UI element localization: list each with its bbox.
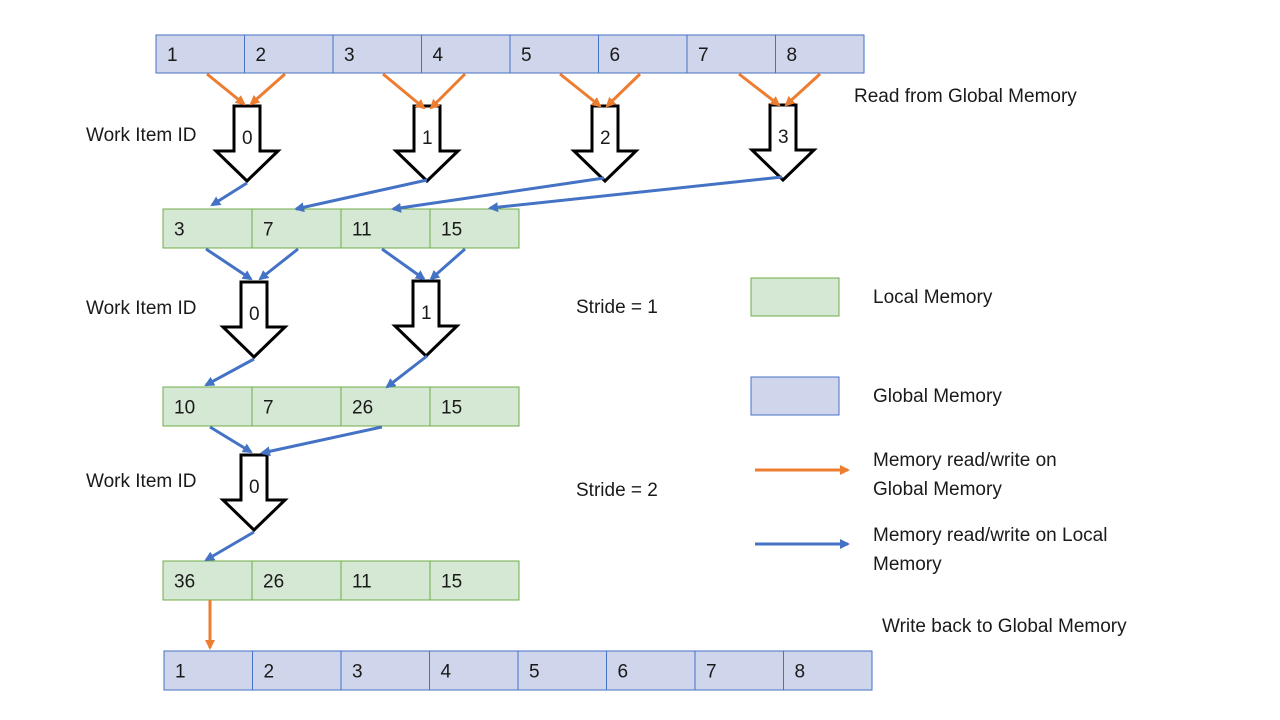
global-memory-cell: 6 [618, 662, 629, 683]
local-memory-arrows [204, 175, 783, 562]
blue-arrow [385, 354, 428, 389]
global-memory-cell: 4 [441, 662, 452, 683]
global-memory-cell: 7 [706, 662, 717, 683]
work-item-id: 0 [249, 477, 260, 498]
local-memory-cell: 11 [352, 572, 372, 593]
global-memory-cell: 1 [175, 662, 186, 683]
blue-arrow [210, 181, 248, 207]
legend-local-swatch [750, 277, 840, 317]
global-memory-cell: 5 [529, 662, 540, 683]
orange-arrow [429, 72, 467, 110]
local-memory-cell: 11 [352, 220, 372, 241]
write-annotation: Write back to Global Memory [882, 616, 1127, 637]
work-item-block-arrow [392, 104, 462, 184]
global-memory-cell: 6 [610, 45, 621, 66]
blue-arrow [488, 175, 783, 213]
global-read-arrows [205, 72, 822, 650]
legend-orange-label-line2: Global Memory [873, 479, 1002, 500]
global-memory-cell: 5 [521, 45, 532, 66]
orange-arrow [738, 72, 781, 107]
local-memory-cell: 36 [174, 572, 195, 593]
blue-arrow [429, 247, 466, 281]
legend-global-swatch [750, 376, 840, 416]
global-memory-cell: 4 [433, 45, 444, 66]
orange-arrow [249, 72, 286, 106]
blue-arrow [205, 247, 253, 281]
local-memory-array-stage1: 3 7 11 15 [162, 208, 520, 249]
legend-blue-label-line2: Memory [873, 554, 942, 575]
local-memory-array-stage3: 36 26 11 15 [162, 560, 520, 601]
legend-orange-label-line1: Memory read/write on [873, 450, 1057, 471]
legend-blue-label-line1: Memory read/write on Local [873, 525, 1107, 546]
work-item-id-label: Work Item ID [86, 125, 197, 146]
global-memory-write-array: 1 2 3 4 5 6 7 8 [163, 650, 873, 691]
work-item-block-arrow [212, 104, 282, 184]
orange-arrow [382, 72, 426, 110]
blue-arrow [204, 357, 255, 387]
global-memory-cell: 3 [344, 45, 355, 66]
orange-arrow [784, 72, 822, 107]
blue-arrow [260, 425, 383, 457]
work-item-block-arrow [219, 280, 289, 360]
local-memory-cell: 7 [263, 398, 274, 419]
local-memory-cell: 7 [263, 220, 274, 241]
blue-arrow [209, 425, 253, 454]
work-item-id: 1 [422, 128, 433, 149]
work-item-id: 3 [778, 127, 789, 148]
work-item-block-arrow [219, 453, 289, 533]
global-memory-cell: 1 [167, 45, 178, 66]
legend-local-label: Local Memory [873, 287, 993, 308]
local-memory-cell: 10 [174, 398, 195, 419]
work-item-id: 0 [242, 128, 253, 149]
stride-label: Stride = 1 [576, 297, 658, 318]
work-item-id: 2 [600, 128, 611, 149]
orange-arrow [206, 72, 246, 106]
work-item-block-arrow [748, 103, 818, 183]
global-memory-cell: 8 [795, 662, 806, 683]
global-memory-cell: 8 [787, 45, 798, 66]
blue-arrow [391, 176, 605, 213]
read-annotation: Read from Global Memory [854, 86, 1077, 107]
work-item-id: 1 [421, 303, 432, 324]
local-memory-cell: 26 [352, 398, 373, 419]
work-item-id-label: Work Item ID [86, 298, 197, 319]
local-memory-cell: 15 [441, 220, 462, 241]
global-memory-cell: 3 [352, 662, 363, 683]
work-item-block-arrow [570, 104, 640, 184]
work-item-block-arrow [391, 279, 461, 359]
blue-arrow [258, 247, 299, 281]
local-memory-cell: 15 [441, 572, 462, 593]
blue-arrow [381, 247, 426, 281]
local-memory-cell: 26 [263, 572, 284, 593]
work-item-id-label: Work Item ID [86, 471, 197, 492]
blue-arrow [294, 178, 428, 213]
work-item-id: 0 [249, 304, 260, 325]
global-memory-cell: 2 [256, 45, 267, 66]
global-memory-read-array: 1 2 3 4 5 6 7 8 [155, 34, 865, 74]
legend-global-label: Global Memory [873, 386, 1002, 407]
legend: Local Memory Global Memory Memory read/w… [750, 277, 1107, 575]
global-memory-cell: 2 [264, 662, 275, 683]
work-item-arrows: 0 1 2 3 0 1 0 [212, 103, 818, 533]
local-memory-cell: 3 [174, 220, 185, 241]
orange-arrow [605, 72, 642, 108]
stride-label: Stride = 2 [576, 480, 658, 501]
local-memory-cell: 15 [441, 398, 462, 419]
global-memory-cell: 7 [698, 45, 709, 66]
blue-arrow [204, 530, 255, 562]
local-memory-array-stage2: 10 7 26 15 [162, 386, 520, 427]
orange-arrow [559, 72, 602, 108]
